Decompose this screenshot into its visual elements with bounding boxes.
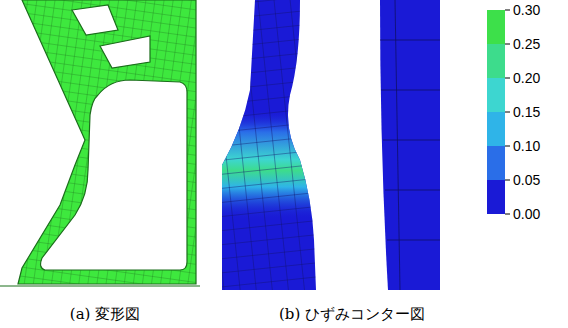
subfigure-caption: (a) 変形図: [70, 305, 140, 323]
color-bar: [487, 10, 510, 214]
scale-value: 0.25: [513, 36, 540, 52]
scale-value: 0.30: [513, 2, 540, 18]
scale-value: 0.20: [513, 70, 540, 86]
scale-value: 0.15: [513, 104, 540, 120]
strain-contour: [222, 0, 440, 290]
scale-value: 0.00: [513, 206, 540, 222]
scale-value: 0.10: [513, 138, 540, 154]
scale-value: 0.05: [513, 172, 540, 188]
deformed-mesh: [0, 0, 200, 286]
subfigure-caption: (b) ひずみコンター図: [279, 305, 425, 323]
